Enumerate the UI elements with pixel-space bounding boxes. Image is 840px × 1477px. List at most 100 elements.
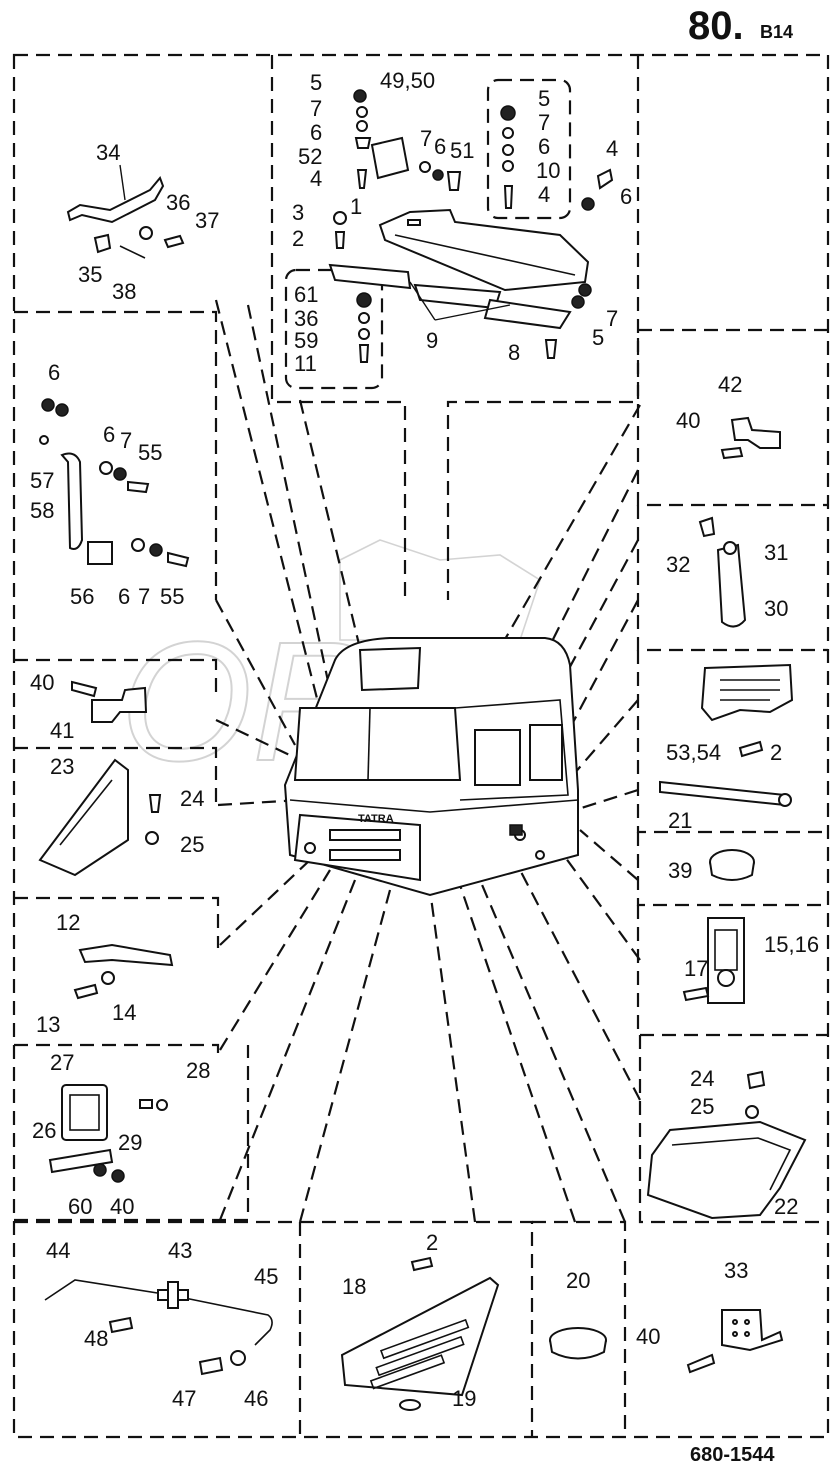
callout-7-e: 7: [120, 428, 133, 453]
callout-31: 31: [764, 540, 789, 565]
callout-38: 38: [112, 279, 137, 304]
callout-25-b: 25: [690, 1094, 715, 1119]
part-33-bracket: [686, 1309, 784, 1374]
callout-7-c: 7: [538, 110, 551, 135]
callout-1: 1: [350, 194, 363, 219]
callout-25-a: 25: [180, 832, 205, 857]
callout-40-a: 40: [30, 670, 55, 695]
part-15-16-hinge: [682, 917, 745, 1004]
callout-5-c: 5: [592, 325, 605, 350]
section-code: B14: [760, 22, 794, 42]
callout-7-d: 7: [606, 306, 619, 331]
callout-4-a: 4: [310, 166, 323, 191]
callout-8: 8: [508, 340, 521, 365]
callout-9: 9: [426, 328, 439, 353]
part-23-panel: [38, 758, 162, 877]
callout-2-c: 2: [770, 740, 783, 765]
callout-5-a: 5: [310, 70, 323, 95]
callout-57: 57: [30, 468, 55, 493]
callout-60: 60: [68, 1194, 93, 1219]
callout-32: 32: [666, 552, 691, 577]
callout-13: 13: [36, 1012, 61, 1037]
callout-26: 26: [32, 1118, 57, 1143]
callout-21: 21: [668, 808, 693, 833]
callout-5-b: 5: [538, 86, 551, 111]
callout-58: 58: [30, 498, 55, 523]
page-number: 80.: [688, 4, 744, 48]
part-58-rod: [39, 398, 190, 568]
callout-6-a: 6: [310, 120, 323, 145]
callout-15-16: 15,16: [764, 932, 820, 957]
callout-52: 52: [298, 144, 323, 169]
callout-6-b: 6: [434, 134, 447, 159]
callout-53-54: 53,54: [666, 740, 722, 765]
part-18-grille: [340, 1256, 500, 1411]
callout-47: 47: [172, 1386, 197, 1411]
callout-35: 35: [78, 262, 103, 287]
callout-61: 61: [294, 282, 319, 307]
callout-36-b: 36: [294, 306, 319, 331]
callout-43: 43: [168, 1238, 193, 1263]
truck-cab: [283, 637, 579, 897]
callout-7-a: 7: [310, 96, 323, 121]
callout-59: 59: [294, 328, 319, 353]
hardware-top: [333, 89, 614, 363]
callout-6-f: 6: [103, 422, 116, 447]
callout-4-c: 4: [606, 136, 619, 161]
callout-33: 33: [724, 1258, 749, 1283]
callout-6-c: 6: [538, 134, 551, 159]
callout-4-b: 4: [538, 182, 551, 207]
part-39-plug: [709, 849, 755, 881]
callout-6-d: 6: [620, 184, 633, 209]
callout-30: 30: [764, 596, 789, 621]
callout-24-b: 24: [690, 1066, 715, 1091]
callout-36: 36: [166, 190, 191, 215]
callout-22: 22: [774, 1194, 799, 1219]
drawing-number: 680-1544: [690, 1444, 775, 1466]
callout-49-50: 49,50: [380, 68, 436, 93]
callout-19: 19: [452, 1386, 477, 1411]
part-20-cap: [549, 1327, 607, 1360]
callout-56: 56: [70, 584, 95, 609]
callout-55-a: 55: [138, 440, 163, 465]
callout-51: 51: [450, 138, 475, 163]
part-53-54-cover: [700, 663, 794, 758]
callout-39: 39: [668, 858, 693, 883]
callout-7-b: 7: [420, 126, 433, 151]
callout-3: 3: [292, 200, 305, 225]
part-42-bracket: [720, 416, 781, 460]
callout-23: 23: [50, 754, 75, 779]
callout-20: 20: [566, 1268, 591, 1293]
callout-34: 34: [96, 140, 121, 165]
callout-42: 42: [718, 372, 743, 397]
part-44-45-pipe: [44, 1279, 273, 1376]
callout-46: 46: [244, 1386, 269, 1411]
callout-12: 12: [56, 910, 81, 935]
part-41-clip: [71, 680, 148, 723]
callout-41: 41: [50, 718, 75, 743]
callout-37: 37: [195, 208, 220, 233]
callout-29: 29: [118, 1130, 143, 1155]
callout-44: 44: [46, 1238, 71, 1263]
part-30-handle: [698, 516, 747, 628]
leader-dashes: [214, 299, 641, 1223]
callout-18: 18: [342, 1274, 367, 1299]
part-21-rod: [659, 780, 792, 807]
callout-11: 11: [294, 351, 317, 376]
part-1-front-panel: [328, 136, 590, 330]
part-27-plate: [48, 1084, 168, 1183]
part-12-bracket: [73, 943, 174, 1000]
part-34-bracket: [66, 164, 185, 259]
cab-badge: TATRA: [358, 813, 394, 825]
callout-6-e: 6: [48, 360, 61, 385]
callout-24-a: 24: [180, 786, 205, 811]
callout-40-b: 40: [110, 1194, 135, 1219]
callout-10: 10: [536, 158, 561, 183]
callout-48: 48: [84, 1326, 109, 1351]
callout-14: 14: [112, 1000, 137, 1025]
callout-6-g: 6: [118, 584, 131, 609]
callout-2-a: 2: [292, 226, 305, 251]
callout-2-b: 2: [426, 1230, 439, 1255]
callout-45: 45: [254, 1264, 279, 1289]
